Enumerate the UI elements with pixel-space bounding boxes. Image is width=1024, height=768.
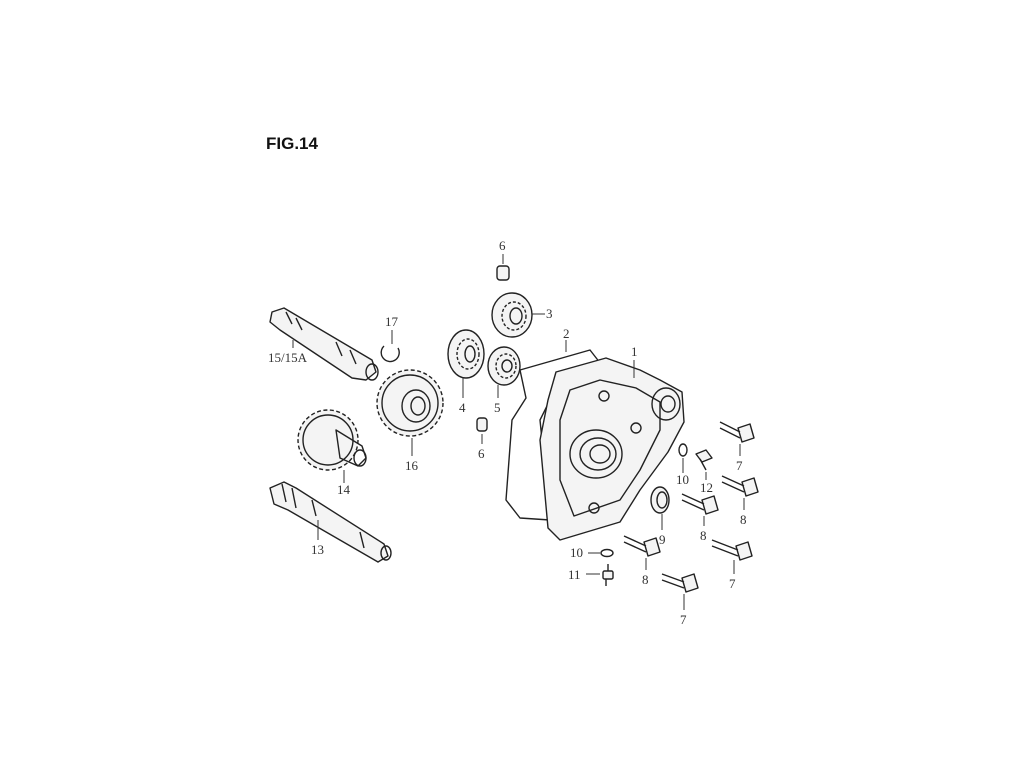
- callout-13: 13: [311, 542, 324, 557]
- callout-16: 16: [405, 458, 419, 473]
- part-5-bearing: [487, 346, 521, 398]
- part-10-washer-upper: [678, 443, 688, 473]
- part-6-dowel-lower: [476, 417, 488, 444]
- part-8-bolt-middle: [681, 493, 719, 526]
- callout-11: 11: [568, 567, 581, 582]
- callout-15-15a: 15/15A: [268, 350, 308, 365]
- part-8-bolt-right: [721, 475, 759, 510]
- callout-10-lower: 10: [570, 545, 583, 560]
- callout-14: 14: [337, 482, 351, 497]
- callout-9: 9: [659, 532, 666, 547]
- callout-10-upper: 10: [676, 472, 689, 487]
- part-6-dowel-top: [496, 254, 510, 281]
- callout-6-lower: 6: [478, 446, 485, 461]
- part-4-bearing: [447, 329, 485, 398]
- callout-3: 3: [546, 306, 553, 321]
- part-16-gear: [376, 369, 444, 456]
- callout-7-upper: 7: [736, 458, 743, 473]
- part-11-bolt: [586, 564, 614, 586]
- part-3-bearing: [491, 292, 545, 338]
- part-17-circlip: [380, 330, 400, 363]
- callout-8-middle: 8: [700, 528, 707, 543]
- callout-2: 2: [563, 326, 570, 341]
- part-9-oil-seal: [650, 486, 670, 530]
- part-8-bolt-lower: [623, 535, 661, 570]
- figure-title: FIG.14: [266, 134, 318, 153]
- part-12-bolt: [695, 449, 713, 480]
- callout-5: 5: [494, 400, 501, 415]
- part-7-bolt-lower: [661, 573, 699, 610]
- callout-6-top: 6: [499, 238, 506, 253]
- part-1-transmission-cover: [539, 357, 685, 541]
- part-7-bolt-right: [711, 539, 753, 574]
- callout-8-lower: 8: [642, 572, 649, 587]
- callout-7-lower: 7: [680, 612, 687, 627]
- callout-7-right: 7: [729, 576, 736, 591]
- callout-17: 17: [385, 314, 399, 329]
- part-15-shaft: [269, 307, 379, 381]
- callout-12: 12: [700, 480, 713, 495]
- part-14-gear: [297, 409, 367, 483]
- callout-8-right: 8: [740, 512, 747, 527]
- callout-1: 1: [631, 344, 638, 359]
- part-13-shaft: [269, 481, 392, 563]
- part-7-bolt-upper: [719, 421, 755, 456]
- callout-4: 4: [459, 400, 466, 415]
- part-10-washer-lower: [588, 548, 614, 558]
